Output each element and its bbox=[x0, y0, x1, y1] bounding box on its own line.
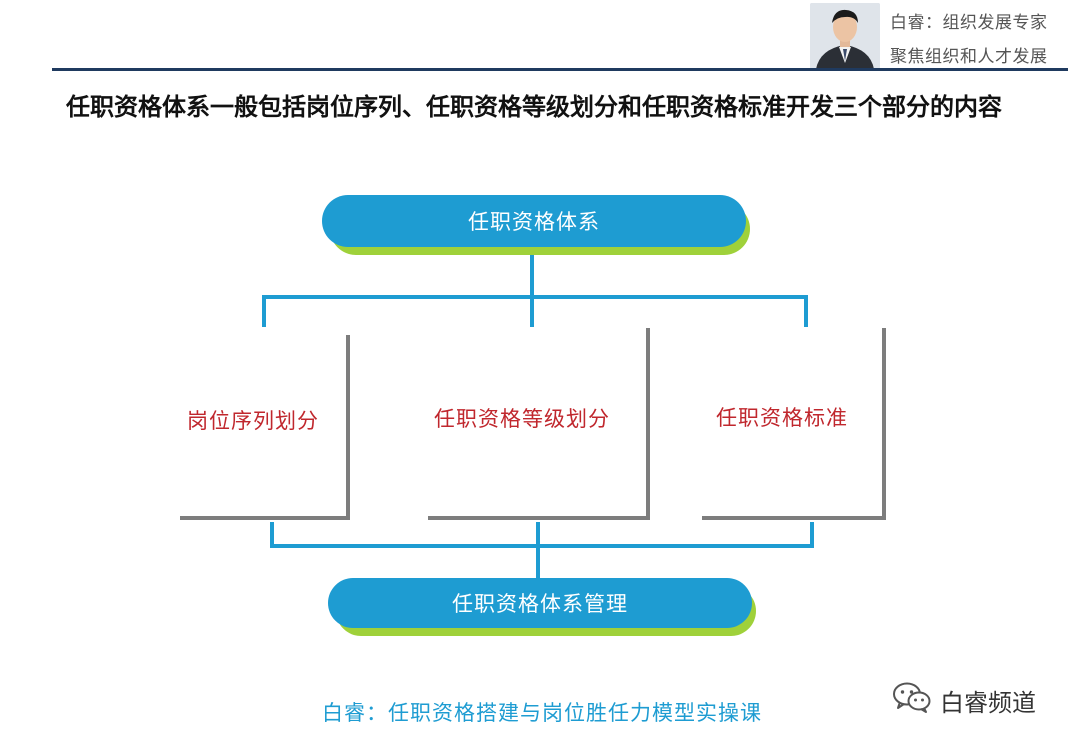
course-title: 白睿：任职资格搭建与岗位胜任力模型实操课 bbox=[322, 701, 762, 725]
bracket-1-horizontal bbox=[180, 516, 350, 520]
bottom-right-rise bbox=[810, 522, 814, 548]
avatar bbox=[810, 3, 880, 69]
category-qualification-standard: 任职资格标准 bbox=[716, 406, 848, 430]
wechat-icon bbox=[893, 682, 931, 713]
bracket-1-vertical bbox=[346, 335, 350, 520]
top-horizontal-connector bbox=[262, 295, 808, 299]
top-middle-drop bbox=[530, 295, 534, 327]
channel-name: 白睿频道 bbox=[940, 689, 1036, 717]
bracket-3-horizontal bbox=[702, 516, 886, 520]
bottom-left-rise bbox=[270, 522, 274, 548]
top-stem-connector bbox=[530, 255, 534, 297]
top-node: 任职资格体系 bbox=[322, 195, 746, 247]
author-title: 白睿：组织发展专家 bbox=[890, 13, 1048, 33]
bracket-2-vertical bbox=[646, 328, 650, 520]
top-node-label: 任职资格体系 bbox=[468, 210, 600, 234]
bottom-middle-rise bbox=[536, 522, 540, 548]
category-qualification-grading: 任职资格等级划分 bbox=[434, 407, 610, 431]
top-right-drop bbox=[804, 295, 808, 327]
bottom-horizontal-connector bbox=[270, 544, 814, 548]
avatar-photo bbox=[810, 3, 880, 69]
page-title: 任职资格体系一般包括岗位序列、任职资格等级划分和任职资格标准开发三个部分的内容 bbox=[66, 93, 1002, 121]
bracket-3-vertical bbox=[882, 328, 886, 520]
bottom-node-label: 任职资格体系管理 bbox=[452, 592, 628, 616]
author-tagline: 聚焦组织和人才发展 bbox=[890, 47, 1048, 67]
header-divider bbox=[52, 68, 1068, 71]
top-left-drop bbox=[262, 295, 266, 327]
bottom-stem-connector bbox=[536, 544, 540, 580]
bottom-node: 任职资格体系管理 bbox=[328, 578, 752, 628]
category-position-sequence: 岗位序列划分 bbox=[187, 409, 319, 433]
bracket-2-horizontal bbox=[428, 516, 650, 520]
